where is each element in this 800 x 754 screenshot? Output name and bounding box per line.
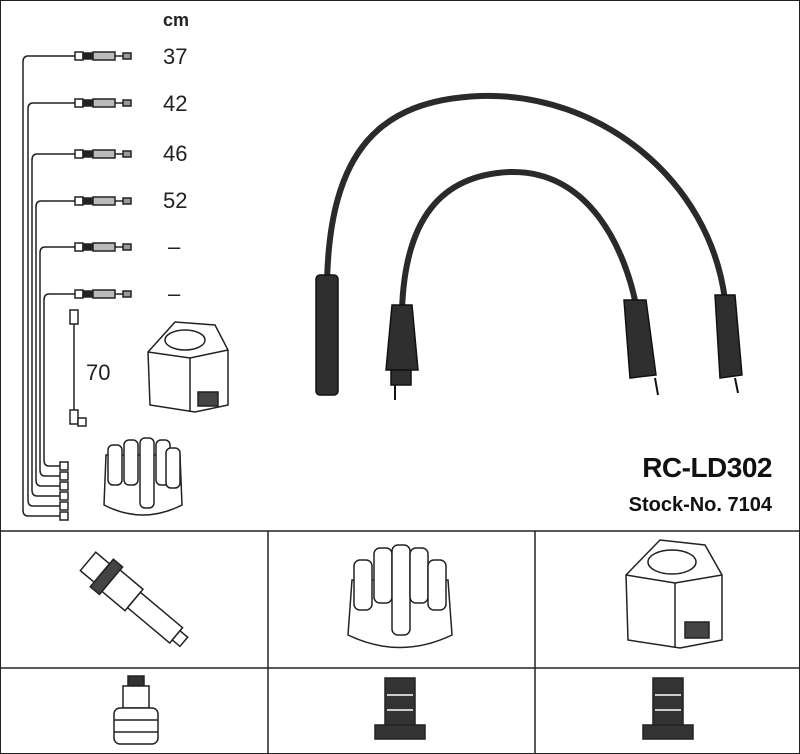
distributor-cap-icon bbox=[347, 544, 453, 649]
cable-length-3: 46 bbox=[163, 141, 188, 166]
spark-plug-icon bbox=[79, 551, 189, 648]
cable-schematic bbox=[22, 51, 132, 521]
unit-label: cm bbox=[163, 10, 190, 30]
cable-length-4: 52 bbox=[163, 188, 188, 213]
product-model: RC-LD302 bbox=[642, 452, 772, 483]
cable-boots bbox=[315, 274, 743, 400]
coil-cable-length: 70 bbox=[86, 360, 111, 385]
cable-length-2: 42 bbox=[163, 91, 188, 116]
stock-number: Stock-No. 7104 bbox=[628, 494, 772, 516]
spark-plug-terminal-icon bbox=[113, 675, 159, 745]
cable-length-5: – bbox=[168, 234, 181, 259]
distributor-terminal-icon bbox=[374, 677, 426, 740]
plug-connectors bbox=[74, 51, 132, 299]
cable-length-1: 37 bbox=[163, 44, 188, 69]
cable-length-6: – bbox=[168, 281, 181, 306]
ignition-coil-icon bbox=[625, 539, 723, 649]
distributor-cap-small bbox=[103, 437, 183, 516]
ignition-cables-photo bbox=[324, 92, 728, 313]
coil-cable-schematic bbox=[69, 309, 87, 427]
coil-terminal-icon bbox=[642, 677, 694, 740]
ignition-coil-small bbox=[147, 321, 229, 413]
